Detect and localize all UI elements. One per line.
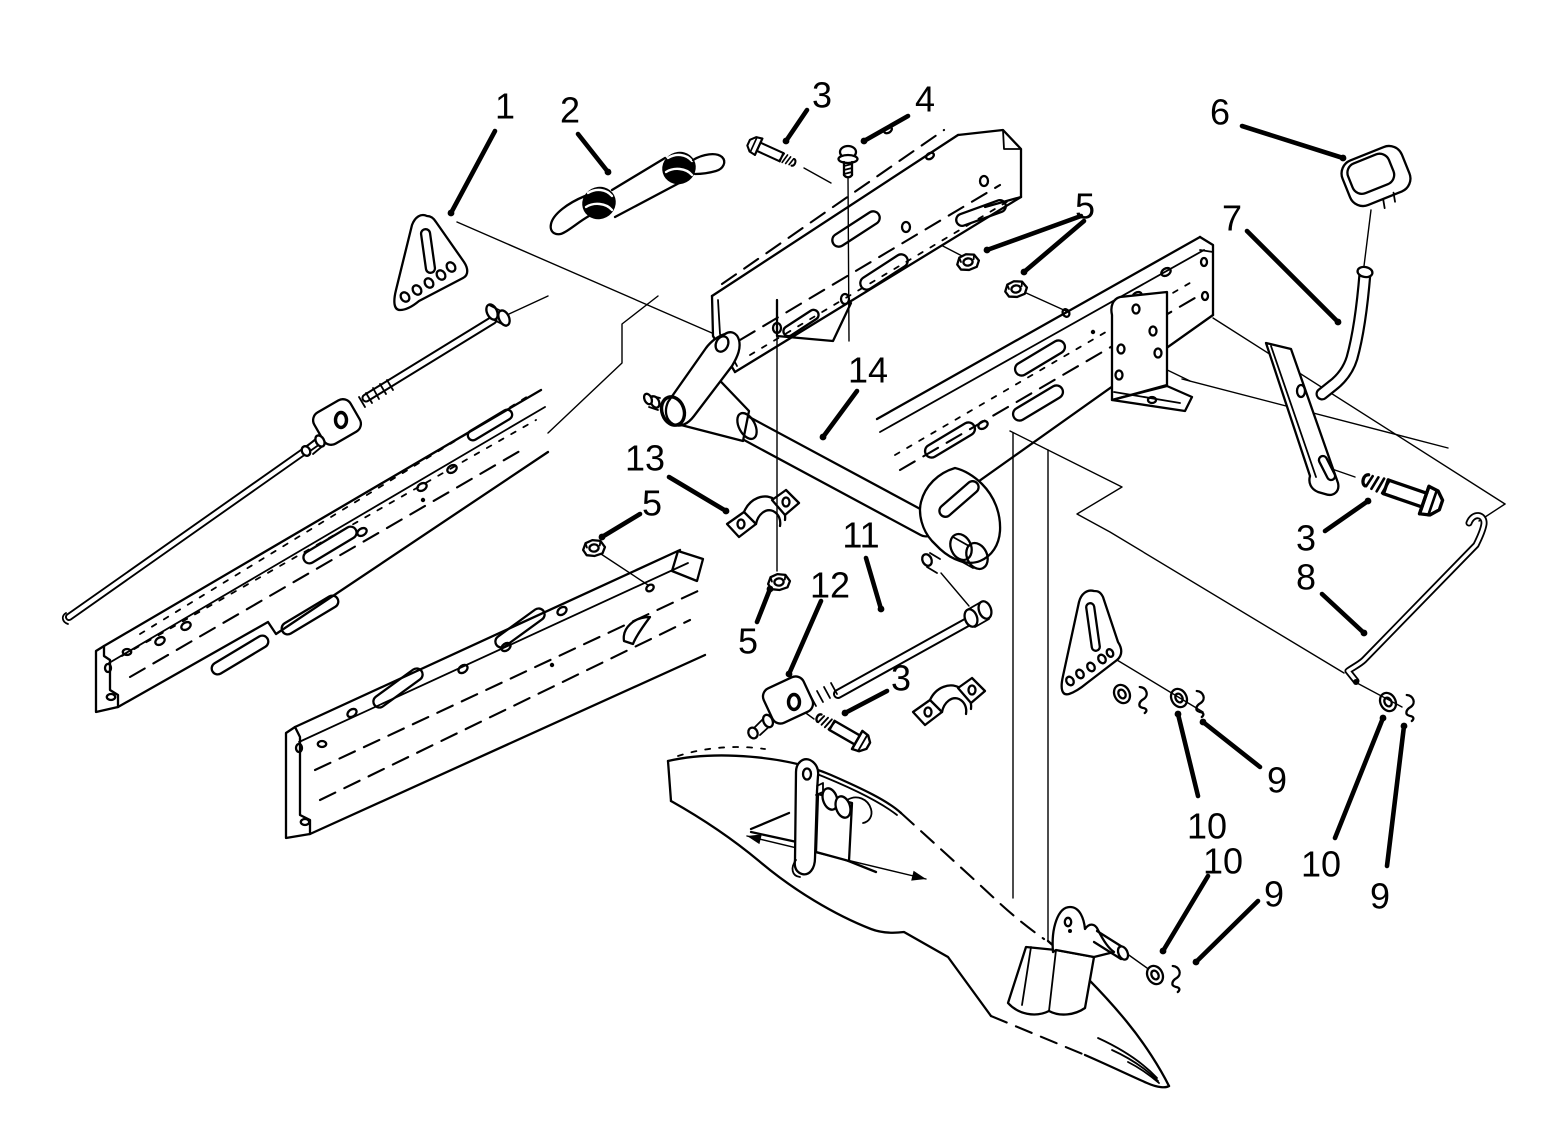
callout-leader-10 (1175, 711, 1201, 799)
callout-leader-dot (598, 533, 606, 541)
callout-label-6-5: 6 (1210, 92, 1230, 133)
callout-label-3-7: 3 (1296, 518, 1316, 559)
index-bracket-right (1060, 589, 1123, 696)
callout-leader-9 (1384, 723, 1407, 869)
callout-leader-8 (1319, 591, 1367, 636)
mower-deck (666, 746, 1171, 1089)
callout-leader-dot (819, 433, 827, 441)
trunnion-12 (747, 675, 815, 740)
callout-label-2-1: 2 (560, 90, 580, 131)
lift-shaft-14 (642, 331, 1002, 574)
lift-spring-2 (549, 151, 726, 236)
deck-bracket-right (1006, 905, 1130, 1016)
gusset-plate (775, 298, 853, 343)
callout-leader-12 (786, 598, 824, 677)
deck-bracket-left (791, 758, 854, 878)
callout-leader-5 (984, 213, 1084, 253)
frame-rail-upper-left (94, 388, 550, 714)
callout-leader-13 (666, 474, 729, 514)
callout-leader-11 (863, 555, 884, 612)
callout-leader-dot (722, 507, 730, 515)
callout-label-13-9: 13 (625, 438, 665, 479)
callout-leader-dot (1364, 497, 1372, 505)
callout-leader-dot (983, 246, 991, 254)
callout-label-5-4: 5 (1075, 186, 1095, 227)
callout-leader-dot (1339, 154, 1347, 162)
callout-label-9-21: 9 (1370, 876, 1390, 917)
callout-leader-dot (1400, 722, 1408, 730)
callout-label-3-2: 3 (812, 75, 832, 116)
lift-rod-8 (1344, 512, 1488, 685)
callout-leader-5 (599, 511, 643, 540)
callout-leader-1 (448, 128, 498, 216)
callout-label-10-20: 10 (1301, 844, 1341, 885)
cam-plate-left (642, 331, 741, 427)
callout-leader-dot (1199, 718, 1207, 726)
callout-leader-5 (754, 586, 773, 625)
callout-leader-dot (1020, 268, 1028, 276)
callout-leader-dot (782, 137, 790, 145)
bolt-4-axis-line (847, 176, 850, 342)
callout-label-8-8: 8 (1296, 557, 1316, 598)
index-bracket-1 (393, 213, 469, 312)
callout-label-10-18: 10 (1203, 841, 1243, 882)
callout-leader-2 (575, 131, 611, 175)
callout-leader-dot (766, 585, 774, 593)
callout-leader-dot (785, 670, 793, 678)
callout-label-4-3: 4 (915, 79, 935, 120)
frame-rail-lower-left (284, 548, 707, 840)
callout-leader-14 (820, 388, 860, 440)
callout-label-1-0: 1 (495, 86, 515, 127)
callout-leader-dot (447, 209, 455, 217)
callout-leader-3 (1322, 498, 1371, 534)
callout-leader-dot (1379, 714, 1387, 722)
callout-leader-dot (604, 168, 612, 176)
callout-leader-9 (1193, 898, 1261, 965)
callout-leader-10 (1160, 873, 1211, 954)
shaft-clamp-13 (725, 488, 801, 539)
knob-stem-axis (1363, 209, 1372, 267)
callout-leader-9 (1200, 719, 1263, 770)
callout-leader-dot (841, 709, 849, 717)
trunnion-left (300, 398, 363, 457)
callout-leader-dot (877, 605, 885, 613)
callout-leader-dot (1334, 318, 1342, 326)
lift-link-rod-11 (809, 600, 993, 707)
callout-leader-6 (1239, 123, 1346, 161)
callout-leader-7 (1244, 228, 1341, 325)
lift-lever-7 (1264, 265, 1374, 496)
callout-label-9-19: 9 (1264, 874, 1284, 915)
callout-label-12-14: 12 (810, 565, 850, 606)
callout-label-7-6: 7 (1222, 198, 1242, 239)
callout-leader-dot (1360, 629, 1368, 637)
shoulder-bolt-4 (837, 144, 859, 179)
callout-label-3-15: 3 (891, 658, 911, 699)
callout-leader-3 (842, 688, 890, 716)
callout-leader-dot (860, 137, 868, 145)
callout-label-10-17: 10 (1187, 806, 1227, 847)
shift-knob-6 (1340, 144, 1412, 209)
callout-leader-3 (783, 107, 810, 144)
callout-leader-dot (1174, 710, 1182, 718)
callout-leader-dot (1159, 947, 1167, 955)
right-rail-mounting-bracket (1110, 290, 1194, 413)
callout-leader-dot (1192, 958, 1200, 966)
shaft-clamp-13-second (911, 676, 987, 727)
callout-label-14-12: 14 (848, 350, 888, 391)
callout-leader-4 (861, 113, 911, 144)
cam-plate-right (918, 466, 1002, 574)
callout-leader-5 (1021, 218, 1087, 275)
callout-label-5-10: 5 (642, 483, 662, 524)
callout-label-11-13: 11 (842, 515, 879, 556)
callout-leader-10 (1332, 715, 1386, 841)
callout-label-5-11: 5 (738, 621, 758, 662)
lift-link-rod-left (61, 303, 511, 625)
callout-label-9-16: 9 (1267, 760, 1287, 801)
